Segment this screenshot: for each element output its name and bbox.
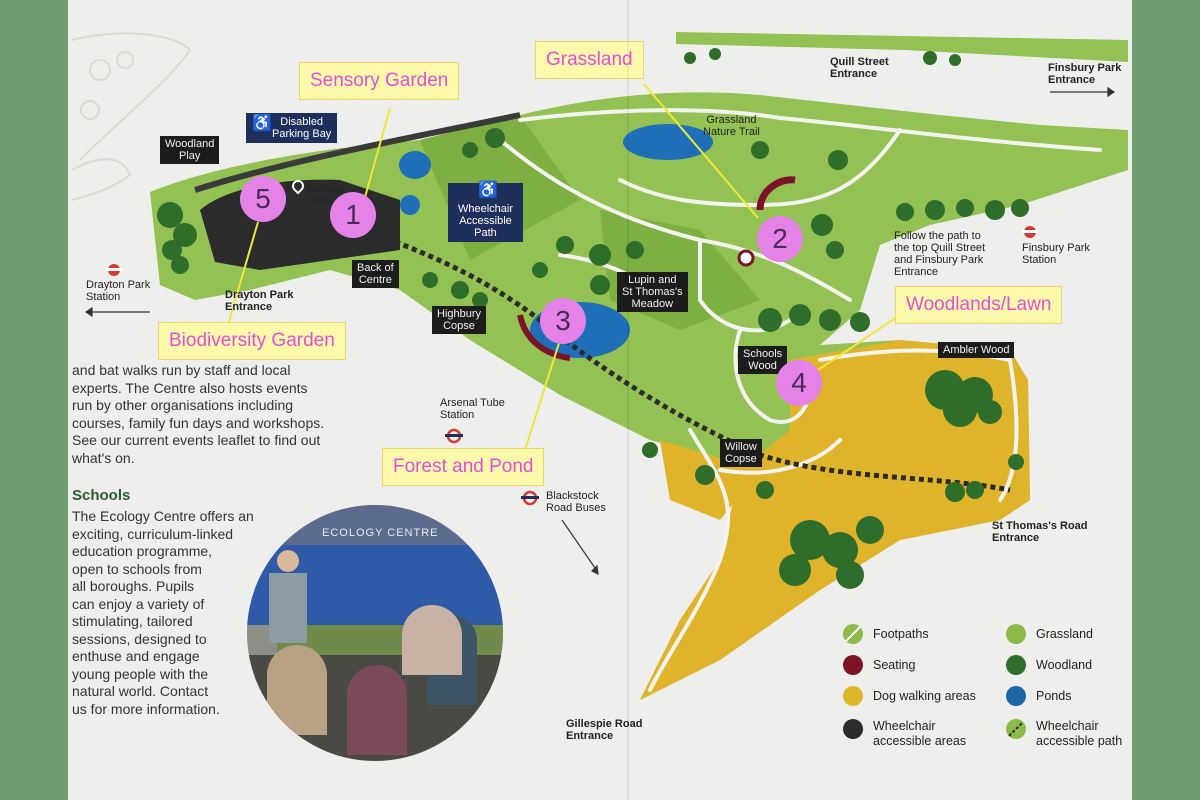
- callout-biodiversity-garden: Biodiversity Garden: [158, 322, 346, 360]
- drayton-park-entrance-label: Drayton Park Entrance: [225, 289, 294, 313]
- tube-station-icon: [445, 428, 539, 506]
- disabled-parking-label: ♿Disabled Parking Bay: [246, 113, 338, 143]
- marker-1[interactable]: 1: [330, 192, 376, 238]
- back-of-centre-label: Back of Centre: [352, 260, 399, 288]
- marker-5[interactable]: 5: [240, 176, 286, 222]
- legend-ponds: Ponds: [1036, 689, 1072, 703]
- drayton-park-station-label: Drayton Park Station: [86, 279, 151, 303]
- disabled-parking-text: Disabled Parking Bay: [272, 116, 332, 140]
- callout-leaders: [227, 83, 901, 451]
- grassland-trail-label: Grassland Nature Trail: [703, 114, 760, 138]
- greenway-strip: [676, 32, 1128, 62]
- seating-arc-2: [517, 314, 571, 361]
- schools-wood-label: Schools Wood: [738, 346, 788, 374]
- ecology-centre-photo: ECOLOGY CENTRE: [247, 505, 503, 761]
- finsbury-park-station-label: Finsbury Park Station: [1022, 242, 1090, 266]
- legend-footpaths: Footpaths: [873, 627, 929, 641]
- highbury-copse-label: Highbury Copse: [432, 306, 487, 334]
- wheelchair-icon: ♿: [252, 115, 272, 132]
- direction-arrows: [84, 86, 1116, 576]
- rail-station-icon: [106, 226, 1038, 276]
- legend-seating: Seating: [873, 658, 916, 672]
- wheelchair-icon: ♿: [478, 182, 498, 199]
- willow-copse-label: Willow Copse: [720, 439, 762, 467]
- callout-sensory-garden: Sensory Garden: [299, 62, 460, 100]
- woodland-trees: [157, 48, 1029, 589]
- schools-heading: Schools: [72, 487, 131, 504]
- butterfly-decoration: [71, 32, 192, 201]
- arsenal-tube-label: Arsenal Tube Station: [440, 397, 505, 421]
- intro-paragraph: and bat walks run by staff and local exp…: [72, 362, 325, 466]
- quill-street-label: Quill Street Entrance: [830, 56, 889, 80]
- woodland-play-label: Woodland Play: [160, 136, 220, 164]
- photo-sign: ECOLOGY CENTRE: [322, 527, 439, 539]
- marker-4[interactable]: 4: [776, 360, 822, 406]
- legend-woodland: Woodland: [1036, 658, 1093, 672]
- blackstock-buses-label: Blackstock Road Buses: [546, 490, 606, 514]
- ambler-wood-label: Ambler Wood: [938, 342, 1015, 358]
- seating-arc-1: [756, 176, 796, 211]
- dog-walking-area: [640, 340, 1030, 700]
- legend-dog-walking: Dog walking areas: [873, 689, 976, 703]
- callout-forest-pond: Forest and Pond: [382, 448, 545, 486]
- follow-path-note: Follow the path to the top Quill Street …: [894, 230, 986, 278]
- lupin-meadow-label: Lupin and St Thomas's Meadow: [617, 272, 688, 312]
- legend-wheelchair-path: Wheelchair accessible path: [1036, 719, 1123, 748]
- gillespie-entrance-label: Gillespie Road Entrance: [566, 718, 643, 742]
- wheelchair-path-text: Wheelchair Accessible Path: [457, 203, 514, 239]
- pond-2: [399, 151, 431, 179]
- legend-swatches: [843, 624, 1026, 739]
- finsbury-park-entrance-label: Finsbury Park Entrance: [1048, 62, 1122, 86]
- page-fold: [627, 0, 629, 800]
- st-thomas-entrance-label: St Thomas's Road Entrance: [992, 520, 1088, 544]
- pond-1: [623, 124, 713, 160]
- marker-3[interactable]: 3: [540, 298, 586, 344]
- marker-2[interactable]: 2: [757, 216, 803, 262]
- road: [194, 112, 521, 193]
- callout-woodlands-lawn: Woodlands/Lawn: [895, 286, 1063, 324]
- legend-grassland: Grassland: [1036, 627, 1093, 641]
- wheelchair-path: [369, 229, 1011, 493]
- callout-grassland: Grassland: [535, 41, 644, 79]
- wheelchair-path-label: ♿ Wheelchair Accessible Path: [448, 183, 523, 242]
- schools-paragraph: The Ecology Centre offers an exciting, c…: [72, 508, 254, 717]
- ecology-centre-label: Ecology Centre: [306, 183, 346, 207]
- legend-wheelchair-areas: Wheelchair accessible areas: [873, 719, 967, 748]
